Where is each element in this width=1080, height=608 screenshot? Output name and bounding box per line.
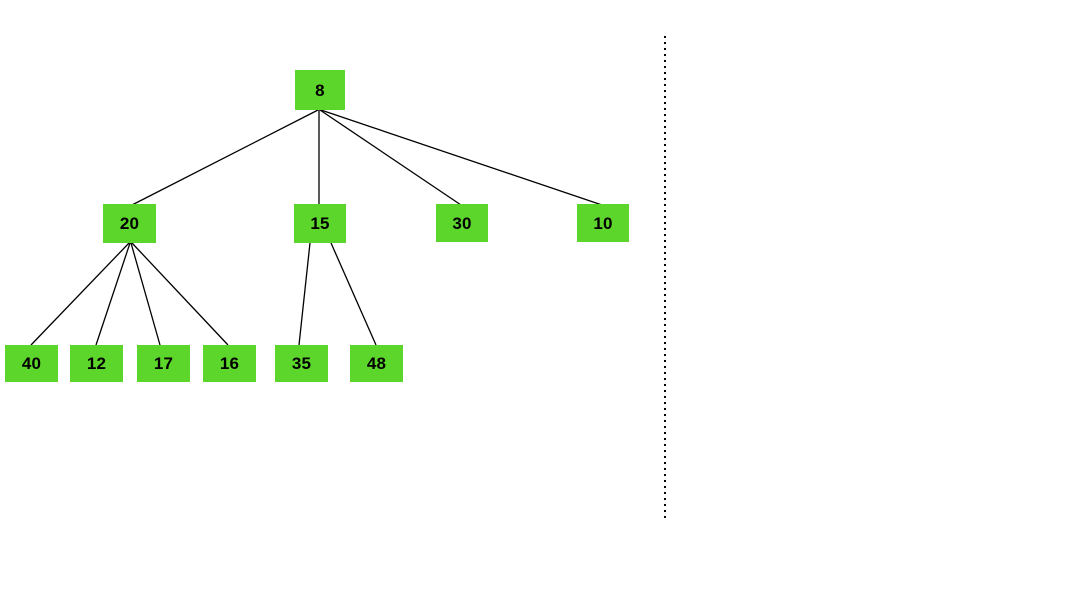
tree-node-40[interactable]: 40 [5, 345, 58, 382]
tree-node-20[interactable]: 20 [103, 204, 156, 243]
tree-node-15[interactable]: 15 [294, 204, 346, 243]
tree-node-label: 15 [310, 214, 330, 233]
tree-node-label: 48 [366, 354, 387, 373]
tree-node-label: 8 [315, 80, 325, 100]
tree-node-17[interactable]: 17 [137, 345, 190, 382]
tree-node-16[interactable]: 16 [203, 345, 256, 382]
tree-node-label: 30 [452, 213, 472, 233]
tree-node-8[interactable]: 8 [295, 70, 345, 110]
tree-node-30[interactable]: 30 [436, 204, 488, 242]
tree-node-label: 40 [21, 354, 42, 373]
tree-node-label: 35 [291, 354, 312, 373]
tree-node-label: 12 [86, 354, 107, 373]
tree-node-48[interactable]: 48 [350, 345, 403, 382]
tree-node-35[interactable]: 35 [275, 345, 328, 382]
tree-node-label: 17 [153, 354, 174, 373]
tree-node-label: 10 [593, 213, 613, 233]
tree-node-label: 20 [119, 214, 140, 233]
tree-node-10[interactable]: 10 [577, 204, 629, 242]
tree-node-12[interactable]: 12 [70, 345, 123, 382]
tree-node-label: 16 [219, 354, 240, 373]
